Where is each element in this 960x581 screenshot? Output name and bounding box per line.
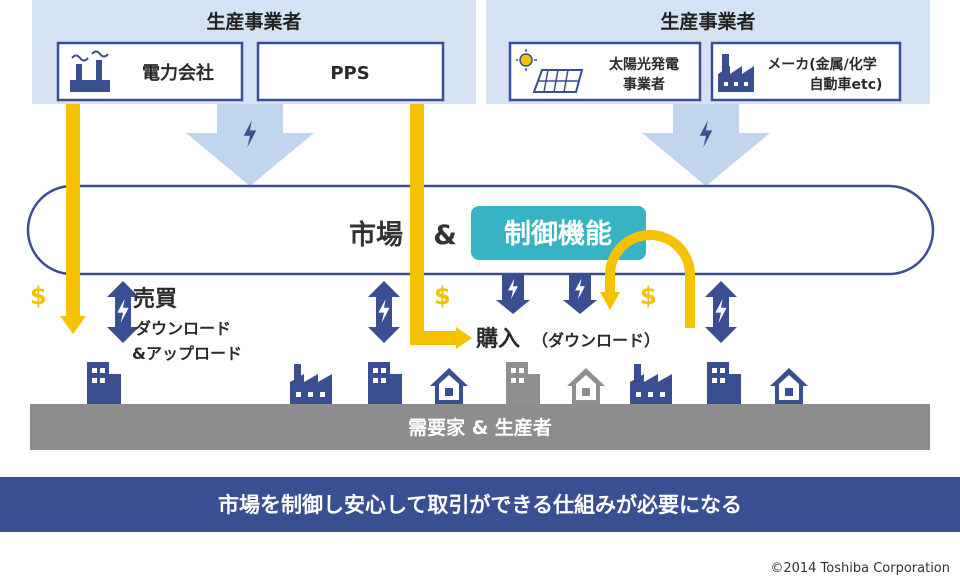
producer-group-left-title: 生産事業者 bbox=[206, 10, 301, 33]
solar-panel-icon bbox=[516, 49, 584, 93]
dollar-sign-1: $ bbox=[30, 282, 47, 310]
house-icon bbox=[430, 368, 468, 404]
factory-icon bbox=[630, 364, 672, 404]
purchase-sub: （ダウンロード） bbox=[532, 331, 660, 350]
consumers-label: 需要家 & 生産者 bbox=[408, 416, 552, 439]
control-function-badge: 制御機能 bbox=[471, 206, 646, 260]
market-capsule: 市場 & 制御機能 bbox=[26, 184, 935, 276]
supply-arrow-right bbox=[642, 104, 770, 186]
factory-icon bbox=[290, 364, 332, 404]
money-loop-arrow bbox=[600, 230, 695, 328]
solar-provider-label-line1: 太陽光発電 bbox=[609, 56, 679, 73]
market-label: 市場 bbox=[349, 219, 403, 251]
house-icon bbox=[770, 368, 808, 404]
purchase-label: 購入 bbox=[476, 327, 520, 352]
bidirectional-arrow-3 bbox=[705, 281, 737, 343]
dollar-sign-2: $ bbox=[434, 282, 451, 310]
factory-icon bbox=[70, 50, 110, 92]
power-company-box: 電力会社 bbox=[56, 41, 244, 102]
producer-group-right-title: 生産事業者 bbox=[660, 10, 755, 33]
copyright: ©2014 Toshiba Corporation bbox=[770, 561, 950, 576]
consumers-band: 需要家 & 生産者 bbox=[30, 404, 930, 450]
manufacturer-box: メーカ(金属/化学 自動車etc) bbox=[710, 41, 902, 102]
dollar-sign-3: $ bbox=[640, 282, 657, 310]
trade-sub-download: ダウンロード bbox=[135, 319, 231, 338]
building-icon bbox=[506, 362, 540, 404]
producer-group-right: 生産事業者 太陽光発電 事業者 bbox=[486, 0, 930, 104]
down-arrow-2 bbox=[563, 274, 597, 314]
solar-provider-label-line2: 事業者 bbox=[623, 76, 665, 93]
pps-label: PPS bbox=[330, 63, 369, 84]
bidirectional-arrow-1 bbox=[107, 281, 139, 343]
pps-box: PPS bbox=[256, 41, 445, 102]
market-ampersand: & bbox=[433, 220, 457, 251]
money-flow-left bbox=[60, 104, 86, 334]
down-arrow-1 bbox=[496, 274, 530, 314]
building-icon bbox=[368, 362, 402, 404]
producer-group-left: 生産事業者 電力会社 PPS bbox=[32, 0, 476, 104]
manufacturer-label-line1: メーカ(金属/化学 bbox=[767, 56, 877, 73]
solar-provider-box: 太陽光発電 事業者 bbox=[508, 41, 702, 102]
building-icon bbox=[707, 362, 741, 404]
factory-icon bbox=[718, 54, 754, 92]
trade-sub-upload: &アップロード bbox=[132, 344, 242, 363]
money-flow-pps bbox=[410, 104, 472, 349]
power-company-label: 電力会社 bbox=[142, 62, 214, 84]
conclusion-banner: 市場を制御し安心して取引ができる仕組みが必要になる bbox=[0, 477, 960, 532]
manufacturer-label-line2: 自動車etc) bbox=[810, 76, 883, 93]
trade-label: 売買 bbox=[133, 286, 177, 312]
control-function-label: 制御機能 bbox=[504, 218, 612, 250]
conclusion-text: 市場を制御し安心して取引ができる仕組みが必要になる bbox=[218, 493, 742, 517]
house-icon bbox=[567, 368, 605, 404]
building-icon bbox=[87, 362, 121, 404]
bidirectional-arrow-2 bbox=[368, 281, 400, 343]
supply-arrow-left bbox=[186, 104, 314, 186]
